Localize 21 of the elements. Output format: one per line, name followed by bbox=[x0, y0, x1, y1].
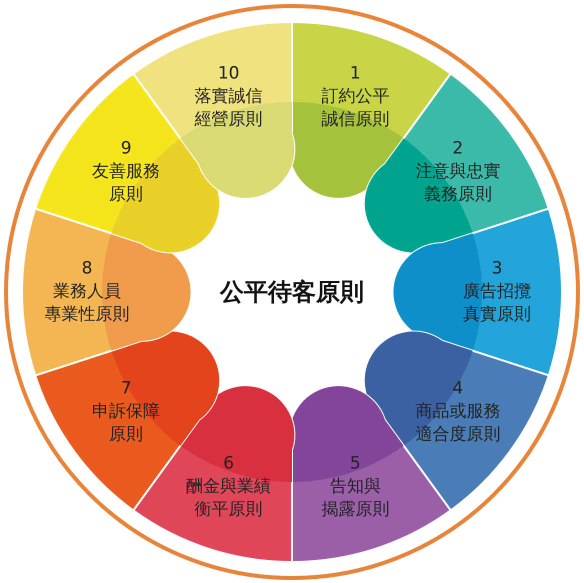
segment-number: 10 bbox=[216, 62, 240, 86]
segment-number: 1 bbox=[348, 62, 362, 86]
principle-label: 申訴保障原則 bbox=[92, 400, 160, 447]
principle-label: 業務人員專業性原則 bbox=[44, 280, 130, 326]
principle-label: 友善服務原則 bbox=[92, 160, 160, 206]
segment-number: 9 bbox=[120, 137, 133, 160]
principle-label: 落實誠信經營原則 bbox=[194, 86, 263, 132]
diagram-title: 公平待客原則 bbox=[220, 277, 364, 308]
segment-number: 2 bbox=[451, 137, 464, 160]
segment-number: 8 bbox=[80, 258, 94, 280]
segment-number: 4 bbox=[451, 378, 464, 401]
principle-label: 訂約公平誠信原則 bbox=[321, 86, 390, 132]
principle-label: 注意與忠實義務原則 bbox=[415, 160, 500, 206]
segment-number: 3 bbox=[490, 258, 504, 280]
principle-label: 廣告招攬真實原則 bbox=[463, 280, 531, 326]
segment-number: 6 bbox=[222, 452, 236, 476]
principle-label: 酬金與業績衡平原則 bbox=[186, 475, 272, 522]
principle-label: 商品或服務適合度原則 bbox=[415, 400, 500, 447]
principle-label: 告知與揭露原則 bbox=[321, 475, 390, 522]
segment-number: 7 bbox=[120, 378, 133, 401]
segment-number: 5 bbox=[348, 452, 362, 476]
